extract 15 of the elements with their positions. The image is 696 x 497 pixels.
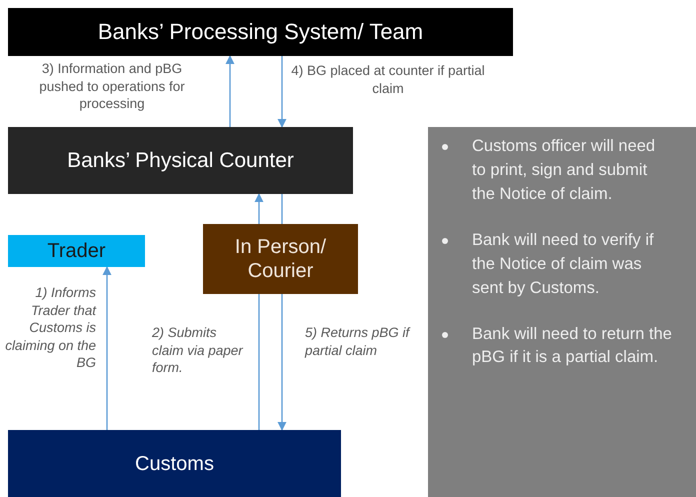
process-box: Banks’ Processing System/ Team xyxy=(8,8,513,56)
edge-label: 5) Returns pBG if partial claim xyxy=(305,324,413,360)
bullet-text: Bank will need to verify if the Notice of claim was sent by Customs. xyxy=(472,230,654,297)
arrow xyxy=(277,56,287,128)
process-box: Banks’ Physical Counter xyxy=(8,127,353,194)
arrow xyxy=(102,266,112,430)
note-panel xyxy=(428,127,696,497)
process-box: Trader xyxy=(8,235,145,267)
arrow xyxy=(277,294,287,431)
bullet-text: Bank will need to return the pBG if it is a partial claim. xyxy=(472,324,672,366)
process-box: Customs xyxy=(8,430,341,497)
process-box: In Person/ Courier xyxy=(203,224,358,294)
bullet-text: Customs officer will need to print, sign and submit the Notice of claim. xyxy=(472,137,656,203)
arrow xyxy=(254,193,264,224)
arrow xyxy=(225,55,235,127)
